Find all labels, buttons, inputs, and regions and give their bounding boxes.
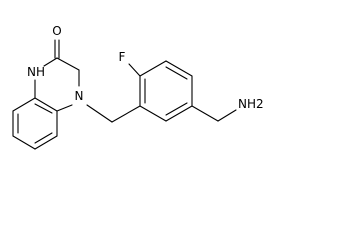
bond-c4a-c5 <box>12 97 36 112</box>
bond-c7-c8-inner <box>34 132 53 144</box>
bond-b2-b3 <box>139 60 167 77</box>
bond-n4-c8a <box>56 104 73 112</box>
bond-b3-b4 <box>165 60 193 77</box>
molecule-drawing: O NH N F NH2 <box>12 24 264 150</box>
bond-b2-f <box>128 63 141 77</box>
bond-ch2-aryl <box>111 105 141 123</box>
bond-b5-b6-inner <box>165 102 188 116</box>
bond-c7-c8 <box>34 135 58 150</box>
bond-b5-ch2 <box>191 105 219 122</box>
bond-c2-c3 <box>56 57 80 71</box>
bond-c8a-c4a-inner <box>34 103 53 114</box>
atom-label-nitrogen: N <box>75 89 84 103</box>
bond-b6-b1 <box>139 105 167 122</box>
bond-n4-ch2 <box>86 104 113 123</box>
bond-c8a-c4a <box>34 97 58 112</box>
bond-c6-c7 <box>12 135 36 150</box>
atom-label-fluorine: F <box>119 50 126 64</box>
bond-n1-c2 <box>43 57 58 67</box>
atom-label-nh: NH <box>27 65 45 79</box>
bond-b3-b4-inner <box>165 66 188 80</box>
atom-label-oxygen: O <box>52 24 61 38</box>
atom-label-nh2: NH2 <box>238 97 264 111</box>
structure-diagram: O NH N F NH2 <box>12 24 264 150</box>
bond-ch2-nh2 <box>217 109 237 122</box>
bond-b5-b6 <box>165 105 193 122</box>
